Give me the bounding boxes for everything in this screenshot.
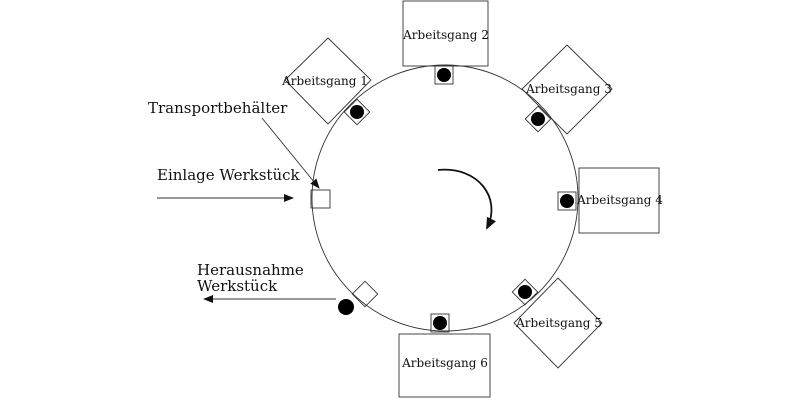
removed-workpiece — [338, 299, 354, 315]
position-station-6 — [430, 313, 450, 333]
insert-workpiece-label: Einlage Werkstück — [157, 166, 301, 184]
position-station-1 — [343, 98, 371, 126]
holder-station-5 — [511, 278, 539, 306]
station-3: Arbeitsgang 3 — [521, 44, 613, 135]
workpiece-station-3 — [531, 112, 545, 126]
station-6: Arbeitsgang 6 — [398, 333, 491, 398]
station-5: Arbeitsgang 5 — [513, 277, 603, 369]
station-4-box — [578, 167, 660, 234]
holder-station-3 — [524, 105, 552, 133]
station-3-box — [521, 44, 613, 135]
position-station-4 — [557, 191, 577, 211]
station-4-label: Arbeitsgang 4 — [576, 193, 663, 207]
holder-station-6 — [430, 313, 450, 333]
workpiece-station-6 — [433, 316, 447, 330]
transport-container-pointer — [261, 117, 320, 189]
position-station-2 — [434, 65, 454, 85]
station-2: Arbeitsgang 2 — [402, 0, 489, 67]
workpiece-station-2 — [437, 68, 451, 82]
transport-container — [310, 189, 331, 209]
workpiece-station-1 — [350, 105, 364, 119]
station-1: Arbeitsgang 1 — [281, 37, 372, 125]
station-6-box — [398, 333, 491, 398]
station-3-label: Arbeitsgang 3 — [525, 82, 612, 96]
transport-container-label: Transportbehälter — [148, 99, 288, 117]
station-5-label: Arbeitsgang 5 — [515, 316, 602, 330]
removal-holder — [351, 280, 379, 308]
position-station-3 — [524, 105, 552, 133]
station-4: Arbeitsgang 4 — [576, 167, 663, 234]
station-1-box — [284, 37, 372, 125]
station-5-box — [513, 277, 603, 369]
station-6-label: Arbeitsgang 6 — [401, 356, 488, 370]
removal-label-line1: Herausnahme — [197, 261, 304, 279]
workpiece-station-5 — [518, 285, 532, 299]
holder-station-2 — [434, 65, 454, 85]
holder-station-4 — [557, 191, 577, 211]
rotary-table-circle — [311, 64, 579, 332]
station-2-label: Arbeitsgang 2 — [402, 28, 489, 42]
rotation-direction-arrow — [437, 168, 496, 230]
workpiece-station-4 — [560, 194, 574, 208]
removal-label-line2: Werkstück — [197, 277, 278, 295]
holder-station-1 — [343, 98, 371, 126]
station-1-label: Arbeitsgang 1 — [281, 74, 368, 88]
position-station-5 — [511, 278, 539, 306]
